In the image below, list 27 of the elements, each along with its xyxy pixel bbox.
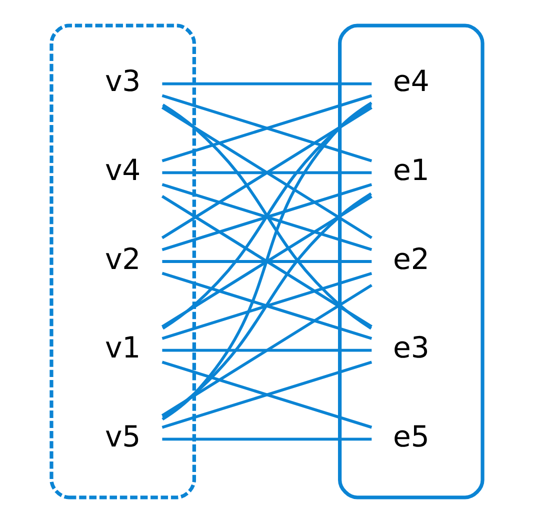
connector bbox=[162, 272, 372, 340]
connector bbox=[161, 106, 372, 240]
node-text: e4 bbox=[392, 64, 430, 98]
connector bbox=[162, 438, 372, 441]
node-text: v3 bbox=[104, 64, 141, 98]
node-text: v4 bbox=[104, 152, 141, 187]
connector bbox=[161, 284, 372, 417]
connector bbox=[161, 195, 372, 328]
node-text: v1 bbox=[104, 330, 141, 365]
connector bbox=[162, 102, 372, 421]
cluster bbox=[338, 24, 484, 500]
connector bbox=[162, 94, 372, 162]
node-text: e5 bbox=[392, 419, 430, 454]
cluster bbox=[50, 24, 196, 500]
node-text: v2 bbox=[104, 242, 141, 276]
connector bbox=[162, 260, 372, 263]
connector bbox=[162, 183, 372, 252]
connector bbox=[162, 348, 372, 352]
node-text: e2 bbox=[392, 242, 430, 276]
node-text: e3 bbox=[392, 330, 430, 365]
node-text: v5 bbox=[104, 419, 141, 454]
connector bbox=[162, 360, 372, 429]
connector bbox=[162, 171, 372, 174]
connector bbox=[162, 104, 372, 330]
node-text: e1 bbox=[392, 152, 430, 187]
connector bbox=[162, 82, 372, 86]
connector bbox=[162, 192, 372, 419]
